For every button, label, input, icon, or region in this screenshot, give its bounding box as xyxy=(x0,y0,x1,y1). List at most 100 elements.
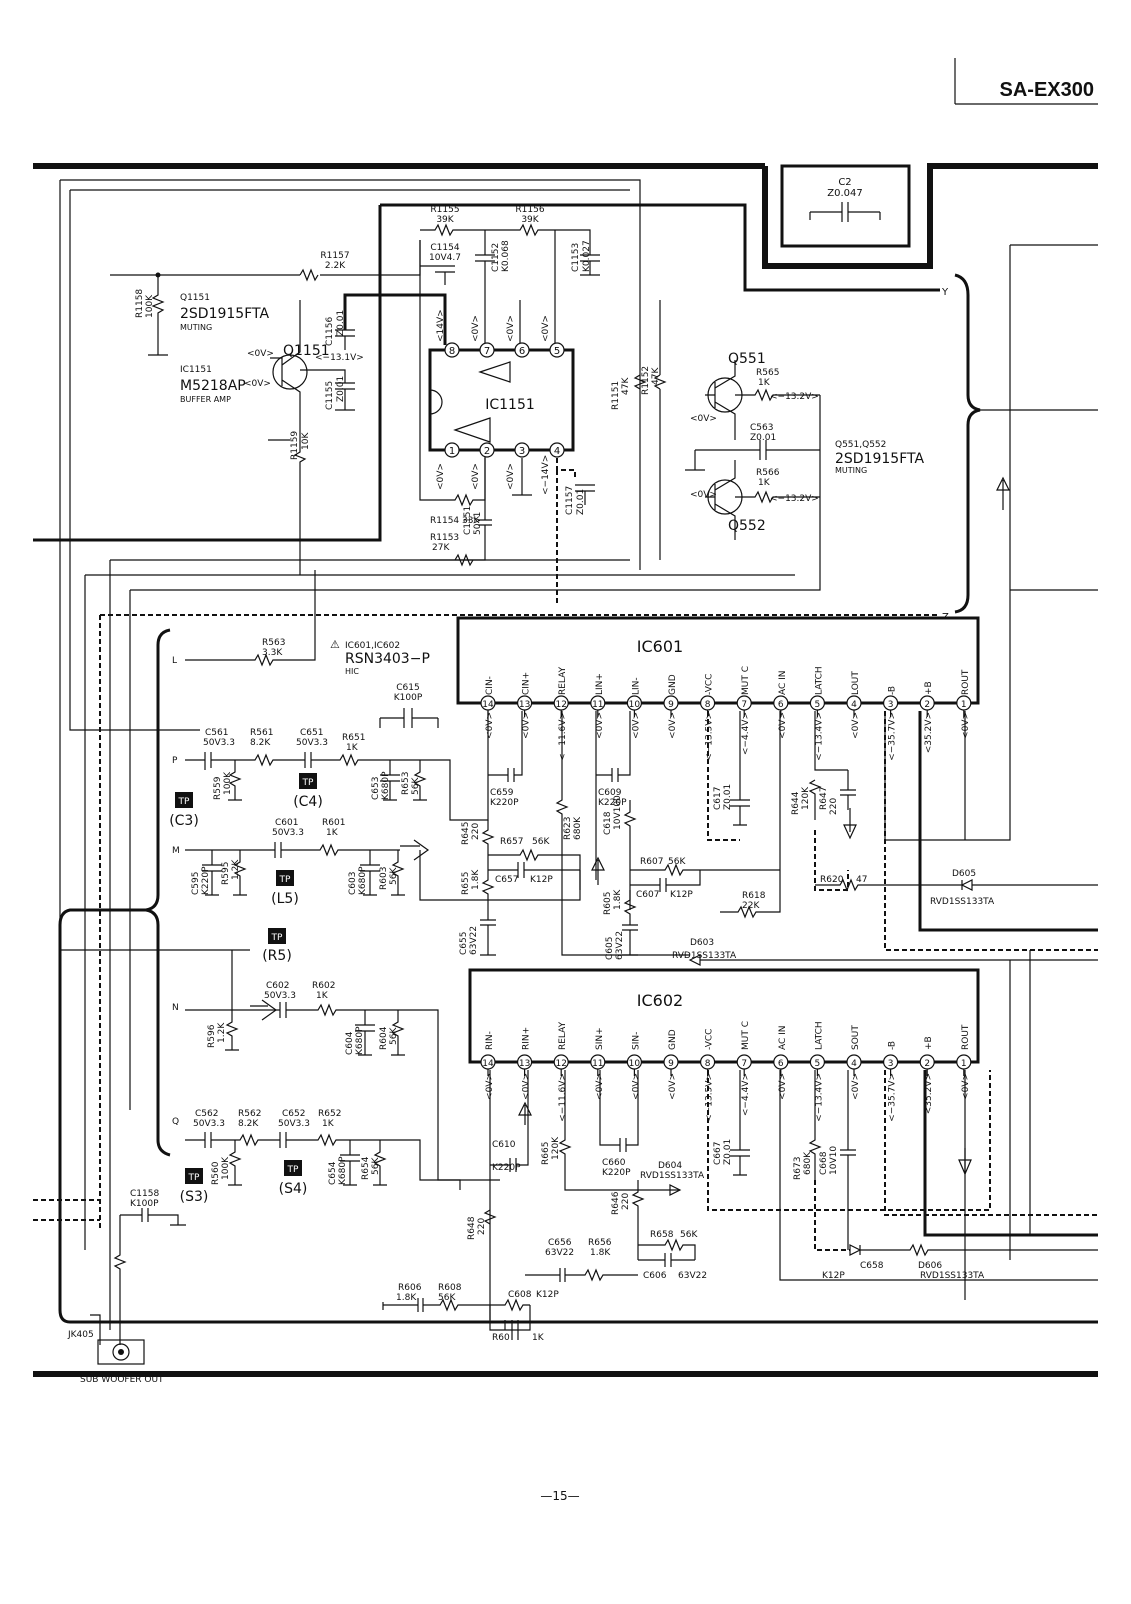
ic601-pin-num-14: 14 xyxy=(482,700,494,710)
ic602-pin-name-3: -B xyxy=(888,1041,898,1050)
d606-val: K12P xyxy=(822,1271,845,1281)
ic602-pin-name-14: RIN- xyxy=(485,1031,495,1050)
r656-ref: R656 xyxy=(588,1238,612,1248)
ic602-pin-volt-1: <0V> xyxy=(961,1073,971,1100)
ic601-pin-num-12: 12 xyxy=(555,700,566,710)
c1157-val: Z0.01 xyxy=(576,489,586,515)
c606-val: 1.8K xyxy=(396,1293,417,1303)
ic1151-v7: <0V> xyxy=(471,315,481,342)
r1156-val: 39K xyxy=(521,215,539,225)
r646-resistor xyxy=(631,1180,645,1260)
heavy-pin8-wire xyxy=(343,293,447,345)
c608-val: 1K xyxy=(532,1333,545,1343)
c618-val: 220 xyxy=(829,798,839,815)
c615-cap xyxy=(379,708,439,728)
ic1151-part: M5218AP xyxy=(180,378,246,394)
arrow-up-mid xyxy=(591,856,605,885)
c655-cap xyxy=(480,919,496,956)
c656-ref: C656 xyxy=(548,1238,572,1248)
ic601-pin-num-9: 9 xyxy=(668,700,674,710)
r1155-ref: R1155 xyxy=(430,205,459,215)
r607-ref: R607 xyxy=(640,857,663,867)
r1154-wire xyxy=(419,240,486,507)
c1157-cap xyxy=(575,484,595,505)
ic-note-part: RSN3403−P xyxy=(345,651,430,667)
r644-val: 680K xyxy=(573,816,583,840)
ic601-pin-name-10: LIN- xyxy=(631,677,641,695)
ic602-pin-num-2: 2 xyxy=(924,1059,930,1069)
c602-val: 50V3.3 xyxy=(264,991,296,1001)
r559-val: 100K xyxy=(223,771,233,795)
r559-resistor xyxy=(228,760,242,801)
c1153-ref: C1153 xyxy=(571,243,581,272)
c601-val: 50V3.3 xyxy=(272,828,304,838)
ic602-pin-num-10: 10 xyxy=(629,1059,641,1069)
r1151-ref: R1151 xyxy=(611,381,621,410)
ic601-vcc-dashed xyxy=(707,711,740,841)
d603-val: RVD1SS133TA xyxy=(672,951,737,961)
c618-ref: R647 xyxy=(819,787,829,810)
ic601-pin-volt-4: <0V> xyxy=(851,712,861,739)
r620-ref: R620 xyxy=(820,875,844,885)
ic601-pin-volt-13: <0V> xyxy=(522,712,532,739)
c1156-ref: C1156 xyxy=(325,317,335,346)
r647-ref: C618 xyxy=(603,811,613,835)
svg-text:4: 4 xyxy=(554,446,560,457)
c1155-ref: C1155 xyxy=(325,381,335,410)
ic602-pin-volt-9: <0V> xyxy=(668,1073,678,1100)
q1151-part: 2SD1915FTA xyxy=(180,306,269,322)
q1151-vb: <0V> xyxy=(247,349,274,359)
c653-r653 xyxy=(380,760,427,801)
r603-val: 56K xyxy=(389,867,399,885)
c2-val: Z0.047 xyxy=(827,188,862,199)
ic1151-v1: <0V> xyxy=(436,463,446,490)
c595-ref: C595 xyxy=(191,872,201,895)
c654-r654 xyxy=(340,1140,387,1186)
ic601-pin-volt-6: <0V> xyxy=(778,712,788,739)
c656-val: 63V22 xyxy=(545,1248,574,1258)
r603-ref: R603 xyxy=(379,867,389,890)
r618-wire xyxy=(720,711,781,919)
ic602-pin-name-5: LATCH xyxy=(814,1021,824,1050)
c563-cap xyxy=(685,440,820,471)
r1157-val: 2.2K xyxy=(325,261,346,271)
ic601-pin-name-12: RELAY xyxy=(558,666,568,695)
ic1151-v8: <14V> xyxy=(436,309,446,342)
ic602-pin-num-11: 11 xyxy=(592,1059,603,1069)
ic1151-v3: <0V> xyxy=(506,463,516,490)
p-chain xyxy=(185,711,489,821)
c651-ref: C651 xyxy=(300,728,323,738)
heavy-y-line xyxy=(380,203,940,292)
ic602-pin-num-5: 5 xyxy=(815,1059,821,1069)
r566-ref: R566 xyxy=(756,468,780,478)
svg-text:6: 6 xyxy=(519,346,525,357)
d606-ref: C658 xyxy=(860,1261,884,1271)
c605-val: 63V22 xyxy=(615,931,625,960)
r1159-ref: R1159 xyxy=(290,431,300,460)
r651-val: 1K xyxy=(346,743,359,753)
tp-s4-label: (S4) xyxy=(279,1181,308,1197)
svg-text:8: 8 xyxy=(449,346,455,357)
r647-resistor xyxy=(623,800,637,910)
ic602-body xyxy=(468,968,980,1064)
r646-val: 220 xyxy=(621,1193,631,1210)
net-p: P xyxy=(172,756,178,766)
r657-val: 56K xyxy=(532,837,550,847)
tp-c4-label: (C4) xyxy=(293,794,323,810)
c1151-r1153 xyxy=(420,458,492,567)
arrow-down-ic601 xyxy=(843,808,857,840)
c659-cap xyxy=(488,711,523,782)
q551-552-note: MUTING xyxy=(835,466,867,475)
c652-val: 50V3.3 xyxy=(278,1119,310,1129)
r601-ref: R601 xyxy=(322,818,345,828)
bus-left-vert xyxy=(59,180,250,951)
q551-label: Q551 xyxy=(728,351,766,367)
r1155-val: 39K xyxy=(436,215,454,225)
r566-v: <−13.2V> xyxy=(770,494,819,504)
r1154-ref: R1154 xyxy=(430,516,459,526)
c607-val: K12P xyxy=(670,890,693,900)
c655-val: 63V22 xyxy=(469,926,479,955)
ic602-pin-name-2: +B xyxy=(924,1036,934,1050)
svg-text:3: 3 xyxy=(519,446,525,457)
c604-val: K680P xyxy=(355,1026,365,1055)
